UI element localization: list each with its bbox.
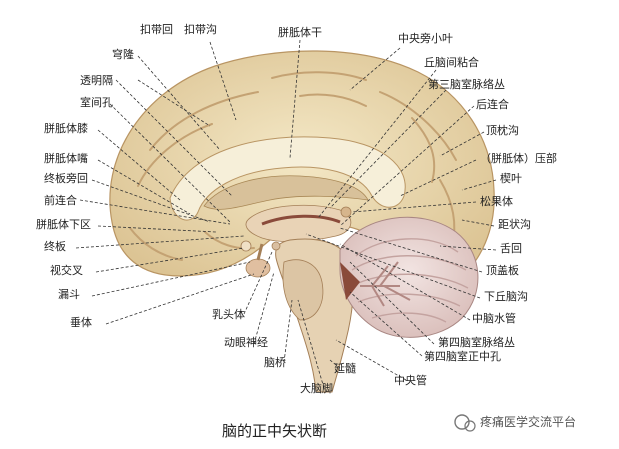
label-fornix: 穹隆 [112, 47, 134, 61]
wechat-icon [454, 414, 470, 430]
third-ventricle [261, 214, 341, 226]
label-posterior-commissure: 后连合 [476, 97, 509, 111]
label-calcarine-sulcus: 距状沟 [498, 217, 531, 231]
label-subcallosal-area: 胼胝体下区 [36, 217, 91, 231]
label-inferior-colliculus-sulcus: 下丘脑沟 [484, 290, 528, 303]
label-corpus-callosum-trunk: 胼胝体干 [278, 25, 322, 39]
pons [282, 259, 324, 321]
label-paracentral-lobule: 中央旁小叶 [398, 31, 453, 45]
watermark: 疼痛医学交流平台 [454, 414, 576, 432]
label-optic-chiasm: 视交叉 [50, 263, 83, 277]
label-anterior-commissure: 前连合 [44, 193, 77, 207]
label-hypophysis: 垂体 [70, 315, 92, 329]
corpus-callosum [169, 136, 406, 221]
label-choroid-plexus-fourth: 第四脑室脉络丛 [438, 335, 515, 349]
label-central-canal: 中央管 [394, 373, 427, 387]
label-paraterminal-gyrus: 终板旁回 [44, 171, 88, 185]
label-lingual-gyrus: 舌回 [500, 242, 522, 255]
label-genu: 胼胝体膝 [44, 121, 88, 135]
label-mammillary-body: 乳头体 [212, 307, 245, 321]
label-pons: 脑桥 [264, 356, 286, 369]
label-lamina-terminalis: 终板 [44, 239, 66, 253]
infundibulum [256, 243, 264, 261]
label-septum-pellucidum: 透明隔 [80, 74, 113, 87]
label-pineal-body: 松果体 [480, 194, 513, 208]
diencephalon [245, 204, 352, 243]
label-tectum: 顶盖板 [486, 263, 519, 277]
label-oculomotor-nerve: 动眼神经 [224, 335, 268, 349]
fourth-ventricle [340, 262, 360, 300]
optic-chiasm [240, 240, 252, 252]
watermark-text: 疼痛医学交流平台 [480, 414, 576, 429]
pineal-body-mark [340, 206, 352, 218]
label-rostrum: 胼胝体嘴 [44, 151, 88, 165]
label-choroid-plexus-third: 第三脑室脉络丛 [428, 77, 505, 91]
label-cerebral-peduncle: 大脑脚 [300, 381, 333, 395]
label-infundibulum: 漏斗 [58, 288, 80, 301]
label-medulla: 延髓 [334, 362, 356, 375]
label-cingulate-sulcus: 扣带沟 [184, 22, 217, 36]
label-median-aperture: 第四脑室正中孔 [424, 349, 501, 363]
septum-region [203, 175, 369, 210]
label-aqueduct: 中脑水管 [472, 311, 516, 325]
label-cuneus: 楔叶 [500, 172, 522, 185]
label-interthalamic-adhesion: 丘脑间粘合 [424, 55, 479, 69]
label-cingulate-gyrus: 扣带回 [140, 22, 173, 36]
label-parieto-occipital-sulcus: 顶枕沟 [486, 123, 519, 137]
label-interventricular-foramen: 室间孔 [80, 95, 113, 109]
label-splenium: （胼胝体）压部 [480, 151, 557, 165]
figure-title: 脑的正中矢状断 [222, 422, 327, 440]
mammillary-body-mark [271, 241, 281, 251]
leader-lines [75, 39, 497, 389]
